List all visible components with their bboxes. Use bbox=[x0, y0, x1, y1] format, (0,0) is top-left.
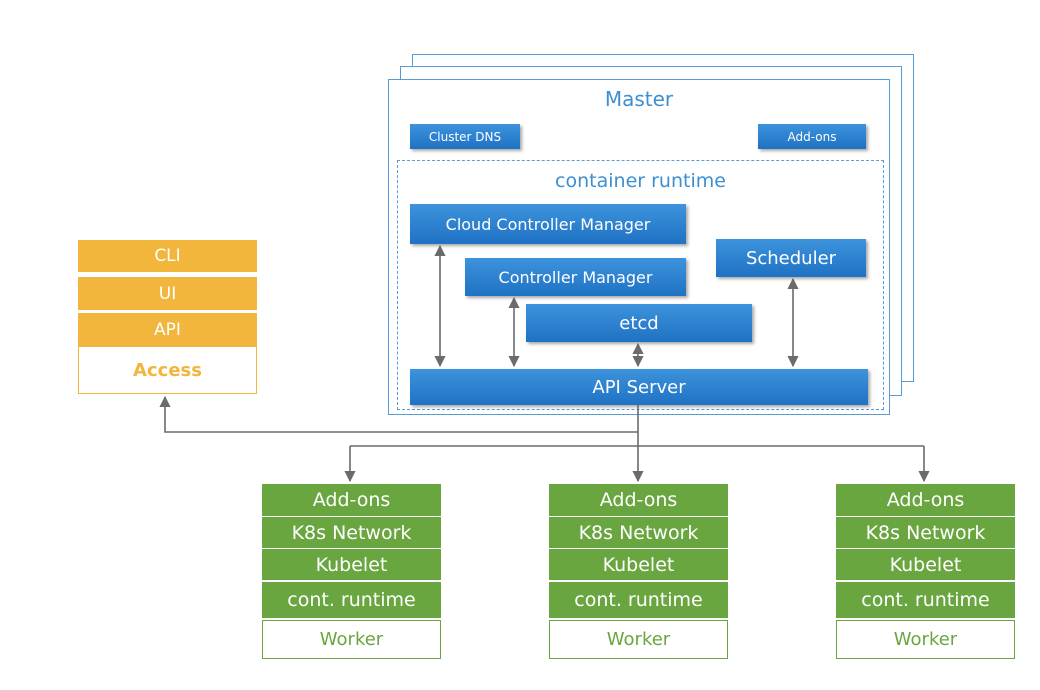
worker-1-runtime-box: cont. runtime bbox=[262, 582, 441, 618]
cloud-controller-manager-box: Cloud Controller Manager bbox=[410, 204, 686, 244]
master-addons-box: Add-ons bbox=[758, 124, 866, 149]
access-cli-box: CLI bbox=[78, 240, 257, 272]
worker-1-addons-box: Add-ons bbox=[262, 484, 441, 516]
worker-2-addons-box: Add-ons bbox=[549, 484, 728, 516]
scheduler-box: Scheduler bbox=[716, 239, 866, 277]
worker-3-label: Worker bbox=[836, 620, 1015, 659]
worker-2-label: Worker bbox=[549, 620, 728, 659]
master-title: Master bbox=[604, 87, 674, 111]
worker-3-network-box: K8s Network bbox=[836, 517, 1015, 548]
controller-manager-box: Controller Manager bbox=[465, 258, 686, 296]
access-api-box: API bbox=[78, 313, 257, 346]
worker-3-addons-box: Add-ons bbox=[836, 484, 1015, 516]
worker-2-runtime-box: cont. runtime bbox=[549, 582, 728, 618]
access-label: Access bbox=[78, 346, 257, 394]
container-runtime-title: container runtime bbox=[555, 170, 726, 192]
worker-2-network-box: K8s Network bbox=[549, 517, 728, 548]
container-runtime-region bbox=[397, 160, 884, 410]
arrow-to-access bbox=[159, 395, 638, 433]
api-server-box: API Server bbox=[410, 369, 868, 405]
worker-3-kubelet-box: Kubelet bbox=[836, 549, 1015, 580]
worker-2-kubelet-box: Kubelet bbox=[549, 549, 728, 580]
worker-1-network-box: K8s Network bbox=[262, 517, 441, 548]
worker-1-kubelet-box: Kubelet bbox=[262, 549, 441, 580]
etcd-box: etcd bbox=[526, 304, 752, 342]
worker-1-label: Worker bbox=[262, 620, 441, 659]
cluster-dns-box: Cluster DNS bbox=[410, 124, 520, 149]
access-ui-box: UI bbox=[78, 277, 257, 310]
worker-3-runtime-box: cont. runtime bbox=[836, 582, 1015, 618]
